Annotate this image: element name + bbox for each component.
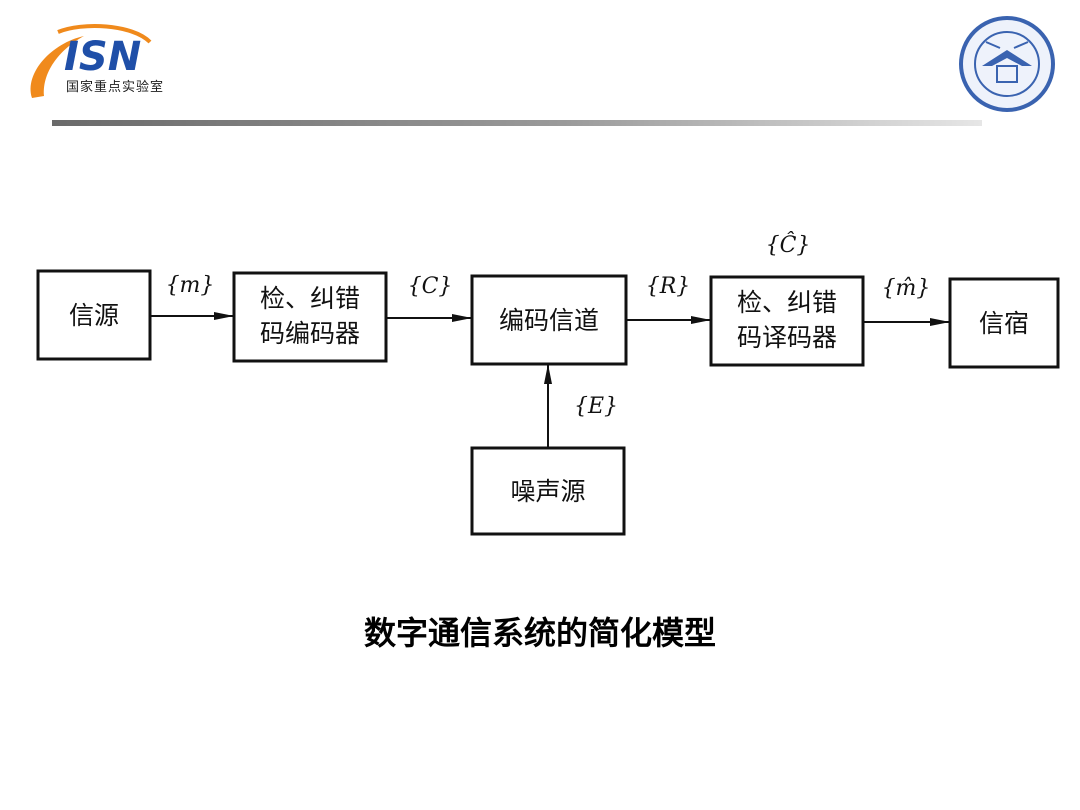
sink-label: 信宿 bbox=[979, 309, 1029, 338]
encoder-label-line2: 码编码器 bbox=[260, 319, 360, 348]
channel-label: 编码信道 bbox=[499, 306, 599, 335]
header-divider bbox=[52, 120, 982, 126]
signal-r-label: {R} bbox=[646, 274, 691, 299]
signal-m-label: {m} bbox=[166, 273, 215, 298]
signal-c-hat-label: {Ĉ} bbox=[766, 231, 811, 258]
isn-logo-mark-icon: ISN bbox=[30, 24, 152, 98]
logo-mark-text: ISN bbox=[64, 34, 141, 80]
noise-label: 噪声源 bbox=[510, 477, 585, 506]
signal-m-hat-label: {m̂} bbox=[882, 276, 931, 301]
encoder-label-line1: 检、纠错 bbox=[260, 284, 360, 313]
decoder-label-line1: 检、纠错 bbox=[737, 288, 837, 317]
signal-e-label: {E} bbox=[574, 394, 618, 419]
isn-logo: ISN 国家重点实验室 bbox=[22, 18, 172, 108]
signal-c-label: {C} bbox=[408, 274, 453, 299]
figure-caption: 数字通信系统的简化模型 bbox=[363, 614, 716, 652]
university-seal-icon bbox=[942, 14, 1072, 114]
lab-name: 国家重点实验室 bbox=[66, 80, 165, 95]
decoder-label-line2: 码译码器 bbox=[737, 323, 837, 352]
block-diagram: 信源 检、纠错 码编码器 编码信道 检、纠错 码译码器 信宿 噪声源 {m} {… bbox=[36, 231, 1060, 536]
source-label: 信源 bbox=[69, 301, 119, 330]
